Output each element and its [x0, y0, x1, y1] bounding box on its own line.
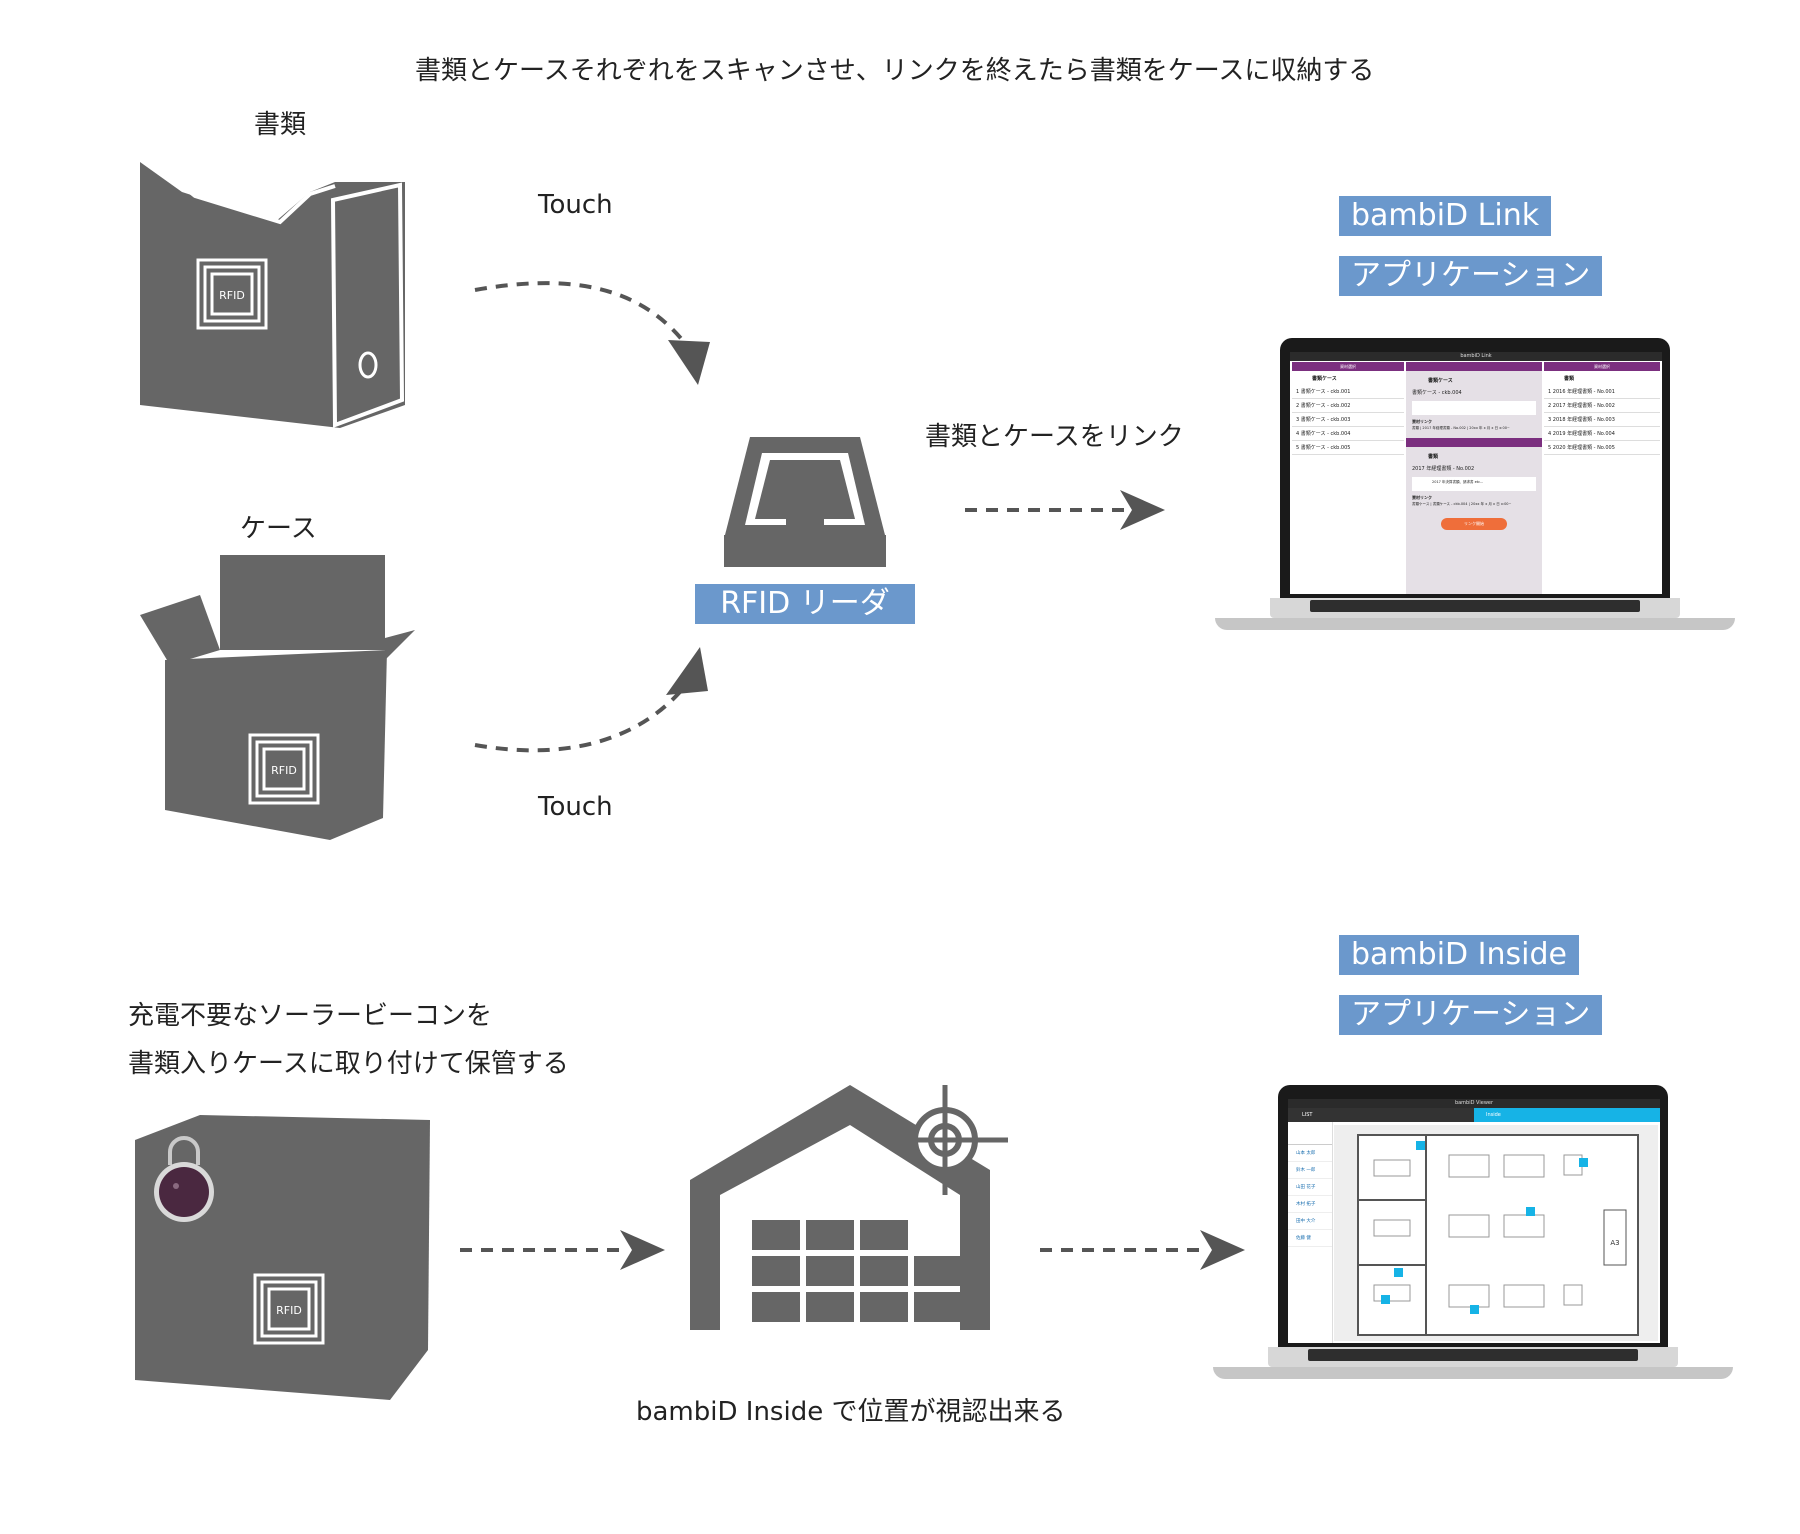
left-panel-section: 書類ケース: [1312, 376, 1337, 382]
center-link-caption-2: 資材リンク: [1412, 495, 1432, 500]
list-item[interactable]: 1 2016 年経理書類 - No.001: [1544, 385, 1660, 399]
list-item[interactable]: 佐藤 健: [1288, 1230, 1332, 1247]
center-link-caption: 資材リンク: [1412, 419, 1432, 424]
right-panel-section: 書類: [1564, 376, 1575, 382]
left-panel-header: 資材選択: [1292, 362, 1404, 371]
view-arrow: [1040, 1230, 1245, 1270]
target-crosshair-icon: [890, 1085, 1008, 1195]
location-caption: bambiD Inside で位置が視認出来る: [636, 1397, 1066, 1427]
storage-arrow: [460, 1230, 665, 1270]
center-case-value: 書類ケース - ckb.004: [1412, 390, 1462, 396]
svg-text:RFID: RFID: [276, 1304, 302, 1317]
touch-label-top: Touch: [538, 190, 613, 220]
link-app-suffix: アプリケーション: [1339, 256, 1603, 296]
list-item[interactable]: 5 2020 年経理書類 - No.005: [1544, 441, 1660, 455]
laptop-keyboard: [1310, 600, 1640, 612]
document-label: 書類: [254, 110, 307, 140]
list-item[interactable]: 山田 花子: [1288, 1179, 1332, 1196]
list-item[interactable]: 田中 大介: [1288, 1213, 1332, 1230]
list-item[interactable]: 4 2019 年経理書類 - No.004: [1544, 427, 1660, 441]
touch-label-bottom: Touch: [538, 792, 613, 822]
floor-map[interactable]: A3: [1334, 1125, 1658, 1341]
bottom-caption-line1: 充電不要なソーラービーコンを: [128, 1001, 493, 1031]
list-item[interactable]: 4 書類ケース - ckb.004: [1292, 427, 1404, 441]
touch-arrow-top: [474, 281, 710, 385]
laptop-keyboard: [1308, 1349, 1638, 1361]
link-app-screen: bambiD Link 資材選択 書類ケース 1 書類ケース - ckb.001…: [1290, 352, 1662, 594]
svg-text:A3: A3: [1610, 1239, 1619, 1247]
center-doc-value: 2017 年経理書類 - No.002: [1412, 466, 1475, 472]
link-arrow: [965, 490, 1165, 530]
reader-label: RFID リーダ: [695, 584, 915, 624]
center-section-case: 書類ケース: [1428, 378, 1453, 384]
case-label: ケース: [240, 514, 317, 544]
rfid-tag-icon: RFID: [196, 258, 268, 330]
list-item[interactable]: 2 書類ケース - ckb.002: [1292, 399, 1404, 413]
viewer-app-screen: bambiD Viewer LIST Inside 山本 太郎 鈴木 一郎 山田…: [1288, 1099, 1660, 1343]
svg-text:RFID: RFID: [271, 764, 297, 777]
center-doc-note: 2017 年決算書類、請求書 etc...: [1412, 477, 1536, 491]
right-panel: 資材選択 書類 1 2016 年経理書類 - No.001 2 2017 年経理…: [1544, 362, 1660, 594]
inside-app-suffix: アプリケーション: [1339, 995, 1603, 1035]
link-app-name: bambiD Link: [1339, 196, 1552, 236]
top-title: 書類とケースそれぞれをスキャンさせ、リンクを終えたら書類をケースに収納する: [415, 56, 1375, 86]
rfid-reader-icon: [724, 437, 886, 567]
right-panel-header: 資材選択: [1544, 362, 1660, 371]
rfid-tag-icon: RFID: [253, 1273, 325, 1345]
list-item[interactable]: 1 書類ケース - ckb.001: [1292, 385, 1404, 399]
list-item[interactable]: 3 2018 年経理書類 - No.003: [1544, 413, 1660, 427]
rfid-tag-icon: RFID: [248, 733, 320, 805]
case-box-icon: RFID: [140, 555, 415, 840]
center-panel-header-2: [1406, 438, 1542, 447]
center-section-doc: 書類: [1428, 454, 1439, 460]
touch-arrow-bottom: [474, 647, 708, 753]
inside-app-name: bambiD Inside: [1339, 935, 1579, 975]
list-item[interactable]: 山本 太郎: [1288, 1145, 1332, 1162]
laptop-base: [1213, 1367, 1733, 1379]
list-item[interactable]: 木村 拓子: [1288, 1196, 1332, 1213]
link-app-titlebar: bambiD Link: [1290, 352, 1662, 361]
start-link-button[interactable]: リンク開始: [1441, 518, 1507, 530]
list-item[interactable]: 2 2017 年経理書類 - No.002: [1544, 399, 1660, 413]
center-panel: 書類ケース 書類ケース - ckb.004 資材リンク 書類 | 2017 年経…: [1406, 362, 1542, 594]
link-label: 書類とケースをリンク: [925, 422, 1184, 452]
tab-list[interactable]: LIST: [1288, 1108, 1474, 1122]
people-list: 山本 太郎 鈴木 一郎 山田 花子 木村 拓子 田中 大介 佐藤 健: [1288, 1122, 1333, 1343]
warehouse-icon: [690, 1085, 1008, 1330]
list-item[interactable]: 3 書類ケース - ckb.003: [1292, 413, 1404, 427]
case-with-beacon-icon: RFID: [135, 1115, 430, 1400]
viewer-titlebar: bambiD Viewer: [1288, 1099, 1660, 1108]
laptop-link: bambiD Link 資材選択 書類ケース 1 書類ケース - ckb.001…: [1215, 338, 1735, 673]
list-item[interactable]: 鈴木 一郎: [1288, 1162, 1332, 1179]
center-link-detail-case: 書類 | 2017 年経理書類 - No.002 | 20xx 年 x 月 x …: [1412, 426, 1510, 430]
laptop-inside: bambiD Viewer LIST Inside 山本 太郎 鈴木 一郎 山田…: [1213, 1085, 1733, 1425]
bottom-caption-line2: 書類入りケースに取り付けて保管する: [128, 1049, 569, 1079]
list-item[interactable]: 5 書類ケース - ckb.005: [1292, 441, 1404, 455]
center-panel-header: [1406, 362, 1542, 371]
document-box-icon: RFID: [140, 162, 405, 428]
center-link-detail-doc: 書類ケース | 書類ケース - ckb.004 | 20xx 年 x 月 x 日…: [1412, 502, 1512, 506]
center-case-box: [1412, 401, 1536, 415]
tab-inside[interactable]: Inside: [1474, 1108, 1660, 1122]
laptop-base: [1215, 618, 1735, 630]
solar-beacon-icon: [154, 1136, 214, 1222]
svg-text:RFID: RFID: [219, 289, 245, 302]
left-panel: 資材選択 書類ケース 1 書類ケース - ckb.001 2 書類ケース - c…: [1292, 362, 1404, 594]
